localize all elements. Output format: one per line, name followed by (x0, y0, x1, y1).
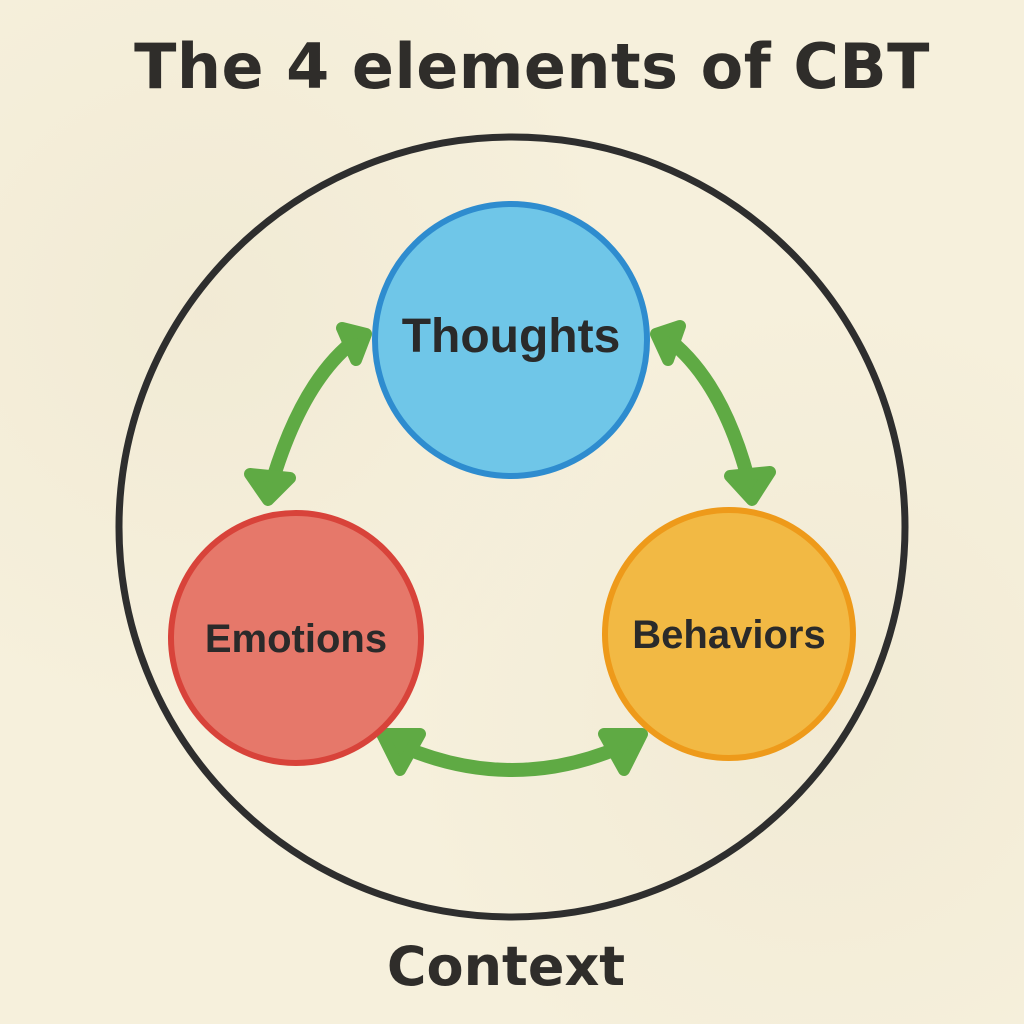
arrowhead-right-icon (598, 728, 648, 776)
node-behaviors: Behaviors (602, 507, 856, 761)
node-label-behaviors: Behaviors (632, 613, 825, 657)
context-ring (115, 133, 909, 921)
node-label-thoughts: Thoughts (402, 310, 621, 363)
diagram-title: The 4 elements of CBT (134, 30, 930, 103)
arrowhead-up-icon (650, 320, 686, 366)
arrowhead-down-icon (244, 468, 296, 506)
node-thoughts: Thoughts (372, 201, 650, 479)
arrow-thoughts-emotions (244, 322, 372, 506)
arrowhead-left-icon (376, 728, 426, 776)
arrowhead-down-icon (724, 466, 776, 506)
arrow-thoughts-behaviors (650, 320, 776, 506)
node-emotions: Emotions (168, 510, 424, 766)
arrowhead-up-icon (336, 322, 372, 366)
arrow-emotions-behaviors (376, 728, 648, 777)
context-label: Context (386, 935, 626, 998)
node-label-emotions: Emotions (205, 617, 387, 661)
